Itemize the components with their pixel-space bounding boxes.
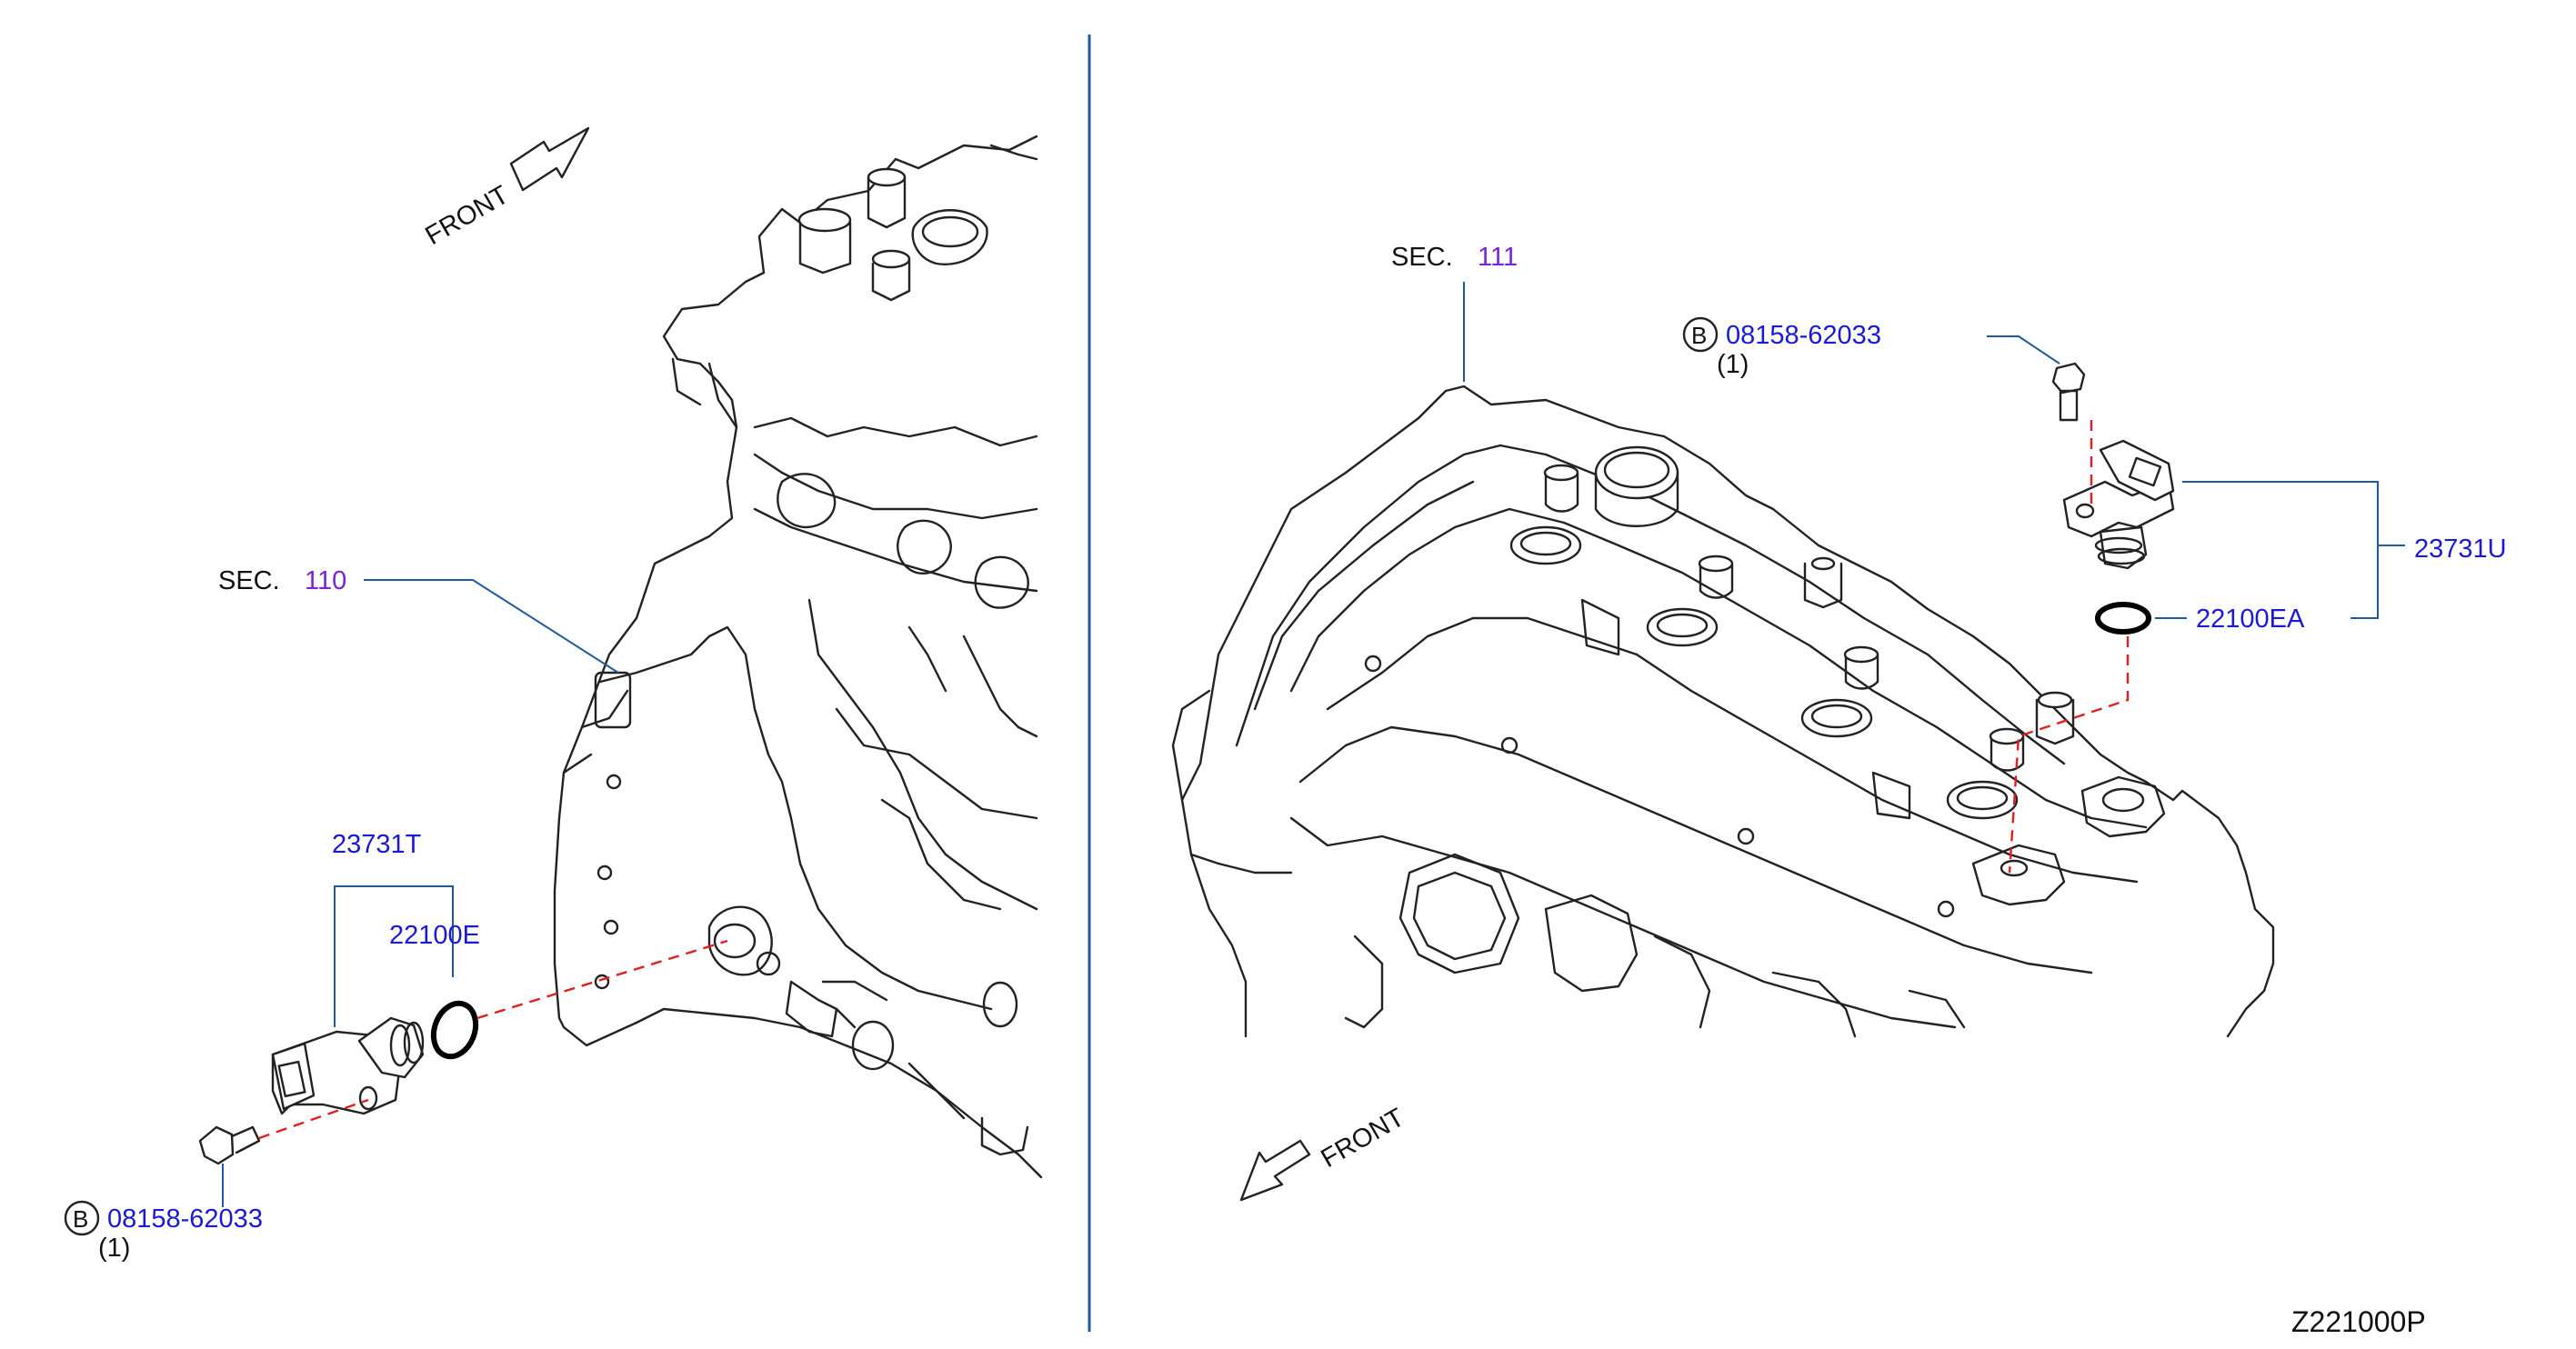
right-cylinder-head [1171, 385, 2275, 1038]
right-oring-icon [2095, 602, 2151, 635]
left-front-indicator: FRONT [421, 126, 590, 251]
left-oring-part[interactable]: 22100E [389, 921, 480, 950]
left-oring-icon [430, 1000, 479, 1060]
left-bolt-icon [198, 1125, 235, 1165]
left-alignment-line [258, 1098, 369, 1140]
front-arrow-icon [509, 126, 590, 192]
left-section-ref: SEC. 110 [218, 566, 619, 674]
right-bolt-part[interactable]: 08158-62033 [1726, 321, 1881, 350]
right-sensor-part[interactable]: 23731U [2414, 535, 2507, 564]
right-sensor-assembly: B 08158-62033 (1) 23731U 22100EA [1682, 316, 2507, 874]
left-engine-block [553, 135, 1043, 1179]
right-oring-part[interactable]: 22100EA [2196, 605, 2305, 634]
left-section-prefix: SEC. [218, 566, 280, 595]
right-front-label: FRONT [1317, 1103, 1410, 1174]
right-sensor-leader [2182, 481, 2379, 619]
left-bolt-part[interactable]: 08158-62033 [107, 1204, 263, 1234]
left-section-number[interactable]: 110 [305, 566, 346, 595]
diagram-code: Z221000P [2291, 1305, 2426, 1338]
right-section-number[interactable]: 111 [1478, 243, 1518, 272]
left-bolt-code: B [73, 1205, 88, 1233]
left-section-leader [364, 579, 619, 674]
left-front-label: FRONT [421, 180, 515, 251]
right-bolt-icon [2051, 362, 2086, 395]
right-bolt-leader [1987, 335, 2060, 365]
right-bolt-code: B [1691, 322, 1707, 349]
right-section-ref: SEC. 111 [1391, 243, 1518, 382]
left-sensor-part[interactable]: 23731T [332, 830, 422, 859]
left-sensor-assembly: 23731T 22100E B 08158-62033 (1) [64, 830, 728, 1263]
left-bolt-qty: (1) [98, 1234, 130, 1263]
left-sensor-leader [334, 885, 454, 1027]
right-section-prefix: SEC. [1391, 243, 1453, 272]
front-arrow-icon [1239, 1139, 1311, 1202]
right-bolt-qty: (1) [1717, 350, 1749, 379]
right-front-indicator: FRONT [1239, 1103, 1410, 1202]
